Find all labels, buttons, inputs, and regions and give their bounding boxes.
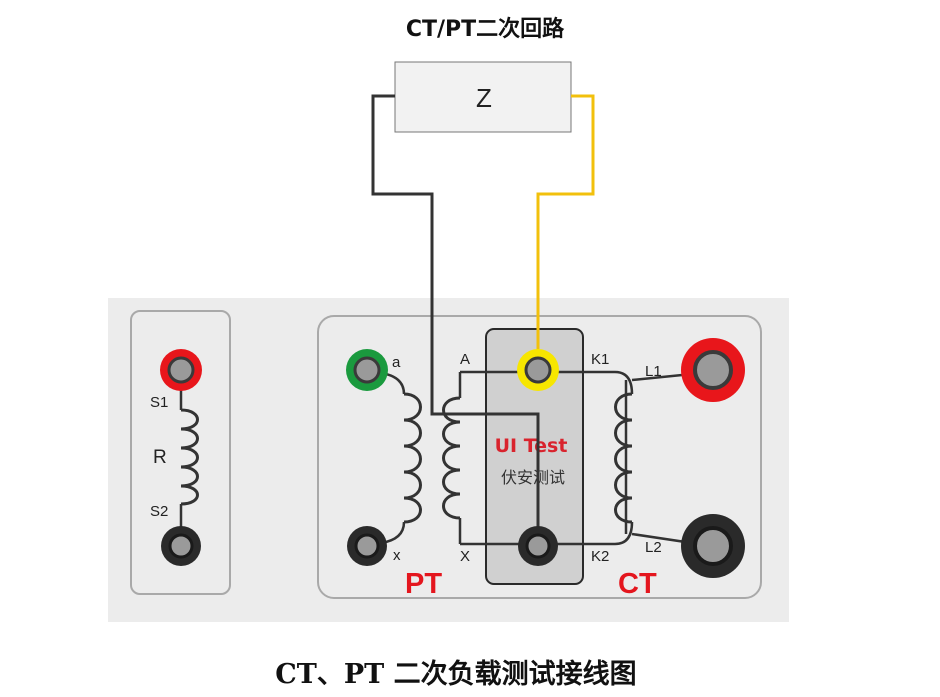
load-impedance-box	[394, 61, 572, 133]
resistor-coil	[180, 408, 199, 506]
label-pt-x-upper: X	[460, 548, 470, 565]
test-device-box	[485, 328, 584, 585]
yellow-test-lead	[536, 94, 595, 370]
terminal-s2[interactable]	[161, 526, 201, 566]
label-pt-x-lower: x	[393, 547, 401, 564]
label-pt-a-upper: A	[460, 351, 470, 368]
label-pt: PT	[405, 568, 442, 600]
label-l2: L2	[645, 539, 662, 556]
pt-secondary-coil	[403, 392, 422, 524]
label-r: R	[153, 447, 167, 468]
label-s1: S1	[150, 394, 168, 411]
label-k2: K2	[591, 548, 609, 565]
terminal-ct-l2[interactable]	[681, 514, 745, 578]
label-pt-a-lower: a	[392, 354, 401, 371]
terminal-ct-l1[interactable]	[681, 338, 745, 402]
black-test-lead	[371, 94, 540, 546]
terminal-s1[interactable]	[160, 349, 202, 391]
device-name-text: 伏安测试	[501, 468, 565, 487]
terminal-pt-x[interactable]	[347, 526, 387, 566]
label-k1: K1	[591, 351, 609, 368]
device-brand-text: UI Test	[495, 435, 568, 457]
k2-wire	[614, 521, 634, 546]
terminal-device-top[interactable]	[517, 349, 559, 391]
label-l1: L1	[645, 363, 662, 380]
load-impedance-label: Z	[476, 83, 492, 113]
diagram-title: CT/PT二次回路	[406, 16, 565, 42]
resistor-panel	[130, 310, 231, 595]
label-s2: S2	[150, 503, 168, 520]
terminal-device-bottom[interactable]	[518, 526, 558, 566]
label-ct: CT	[618, 568, 657, 600]
terminal-pt-a[interactable]	[346, 349, 388, 391]
diagram-caption: CT、PT 二次负载测试接线图	[275, 659, 636, 690]
pt-primary-coil	[442, 396, 461, 520]
k1-wire	[614, 370, 634, 395]
